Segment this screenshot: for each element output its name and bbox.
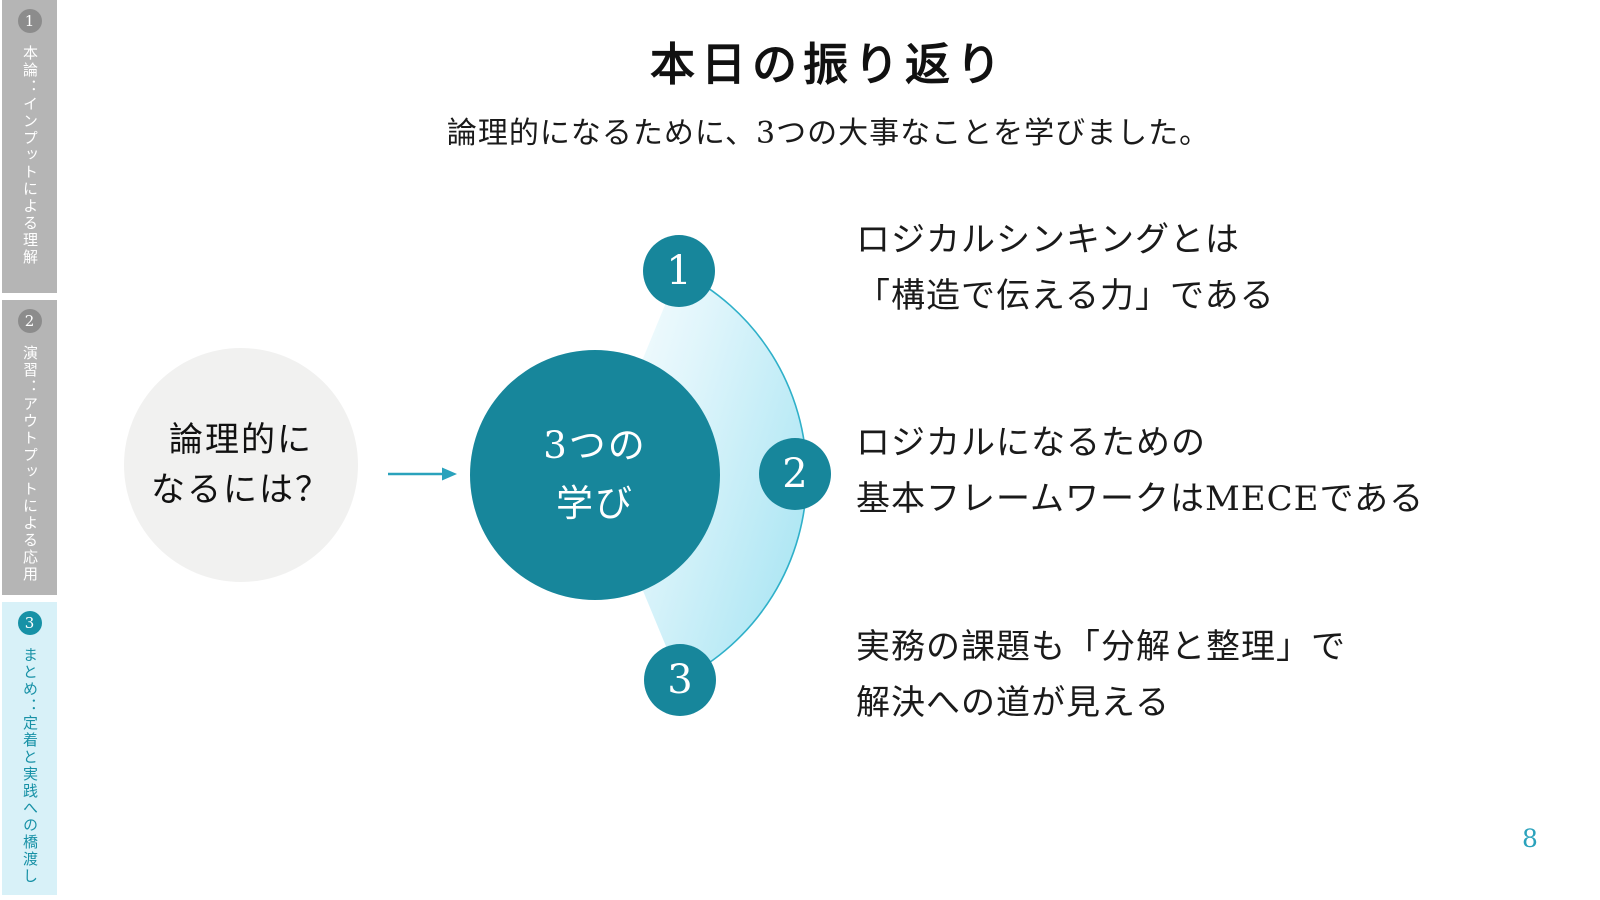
point-line: ロジカルになるための [856,423,1206,463]
page-number: 8 [1522,824,1538,853]
sidebar-item-badge: 3 [17,611,42,635]
arrow-right-icon [388,467,457,481]
sidebar-item-label: 本論：インプットによる理解 [21,45,39,266]
central-circle-line: 学び [556,482,634,525]
page-title: 本日の振り返り [649,38,1007,91]
takeaway-point-3: 実務の課題も「分解と整理」で 解決への道が見える [856,619,1576,731]
point-line: 実務の課題も「分解と整理」で [856,627,1346,667]
point-line: ロジカルシンキングとは [856,220,1240,260]
sidebar-item-main-input: 1 本論：インプットによる理解 [2,0,57,293]
step-badge-3: 3 [644,644,716,716]
sidebar-item-badge: 2 [17,309,42,333]
point-line: 解決への道が見える [856,683,1170,723]
takeaway-point-2: ロジカルになるための 基本フレームワークはMECEである [856,415,1576,527]
sidebar-item-exercise-output: 2 演習：アウトプットによる応用 [2,300,57,595]
page-subtitle: 論理的になるために、3つの大事なことを学びました。 [446,116,1211,151]
question-circle: 論理的に なるには？ [124,348,358,582]
central-circle-line: 3つの [543,424,647,467]
agenda-sidebar: 1 本論：インプットによる理解 2 演習：アウトプットによる応用 3 まとめ：定… [2,0,57,900]
sidebar-item-summary-active: 3 まとめ：定着と実践への橋渡し [2,602,57,895]
question-circle-line: 論理的に [169,420,313,460]
sidebar-item-label: まとめ：定着と実践への橋渡し [21,647,39,885]
point-line: 基本フレームワークはMECEである [856,479,1425,519]
central-circle: 3つの 学び [470,350,720,600]
sidebar-item-badge: 1 [17,9,42,33]
question-circle-line: なるには？ [151,470,331,510]
sidebar-item-label: 演習：アウトプットによる応用 [21,345,39,583]
takeaway-point-1: ロジカルシンキングとは 「構造で伝える力」である [856,212,1576,324]
step-badge-2: 2 [759,438,831,510]
step-badge-1: 1 [643,235,715,307]
point-line: 「構造で伝える力」である [856,276,1275,316]
